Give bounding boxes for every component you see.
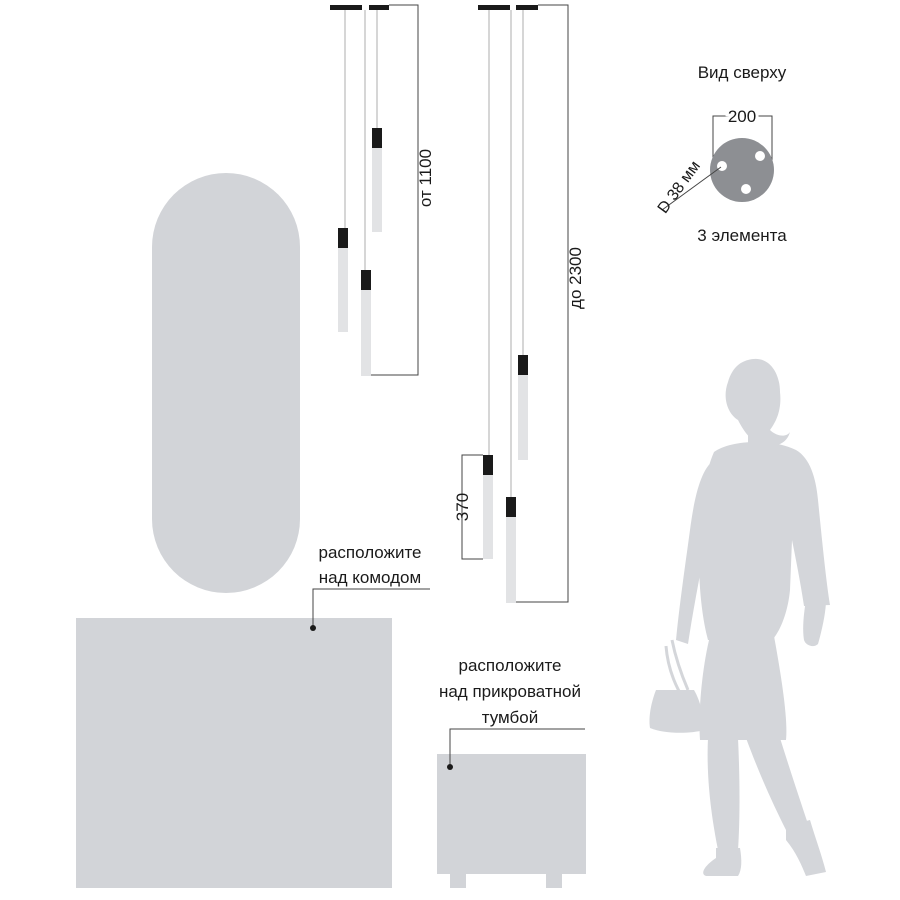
dresser-note-line1: расположите <box>319 543 422 562</box>
ceiling-canopy <box>330 5 362 10</box>
hole <box>741 184 751 194</box>
nightstand-note-line1: расположите <box>459 656 562 675</box>
dresser-leader-dot <box>310 625 316 631</box>
top-view-title: Вид сверху <box>698 63 787 82</box>
pendant-group-long <box>461 4 569 603</box>
dresser <box>76 618 392 888</box>
pendant-shade <box>506 497 516 603</box>
top-view-disc <box>710 138 774 202</box>
nightstand-leader-line <box>449 728 585 767</box>
nightstand-leg-right <box>546 874 562 888</box>
pendant-shade <box>361 270 371 376</box>
pendant-shade <box>372 128 382 232</box>
dresser-leader-line <box>312 588 430 628</box>
hole <box>717 161 727 171</box>
ceiling-canopy <box>369 5 389 10</box>
nightstand <box>437 754 586 888</box>
top-view-diameter-label: 200 <box>728 107 756 126</box>
pendant-shade <box>338 228 348 332</box>
pendant-shade <box>518 355 528 460</box>
oval-mirror <box>152 173 300 593</box>
person-silhouette <box>649 358 830 876</box>
dimension-line-shade <box>461 454 483 560</box>
ceiling-canopy <box>516 5 538 10</box>
pendant-shade <box>483 455 493 559</box>
top-view-diameter-line <box>712 115 773 160</box>
nightstand-leader-dot <box>447 764 453 770</box>
dimension-line-min <box>371 4 419 376</box>
element-count-label: 3 элемента <box>697 226 787 245</box>
nightstand-leg-left <box>450 874 466 888</box>
hole-diameter-label: D 38 мм <box>655 158 704 217</box>
pendant-group-short <box>330 4 419 376</box>
nightstand-note-line3: тумбой <box>482 708 538 727</box>
shade-length-label: 370 <box>453 493 472 521</box>
min-height-label: от 1100 <box>416 149 435 207</box>
dresser-note-line2: над комодом <box>319 568 421 587</box>
max-height-label: до 2300 <box>566 247 585 309</box>
nightstand-note-line2: над прикроватной <box>439 682 581 701</box>
hole <box>755 151 765 161</box>
dimension-line-max <box>516 4 569 603</box>
hole-leader-line <box>661 166 722 211</box>
ceiling-canopy <box>478 5 510 10</box>
